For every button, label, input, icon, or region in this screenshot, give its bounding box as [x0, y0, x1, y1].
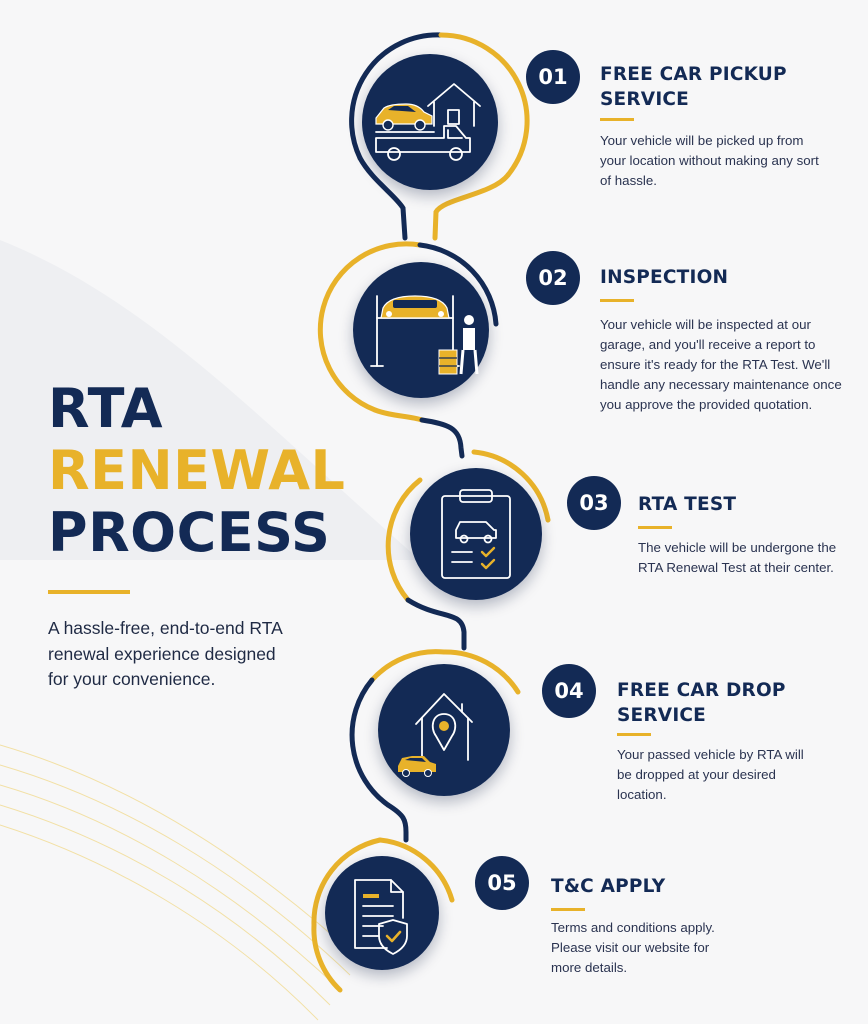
hero-description: A hassle-free, end-to-end RTA renewal ex…	[48, 618, 282, 689]
clipboard-checklist-icon	[410, 468, 542, 600]
step-3-description: The vehicle will be undergone the RTA Re…	[638, 540, 837, 575]
step-2-icon-circle	[353, 262, 489, 398]
hero-section: RTA RENEWAL PROCESS A hassle-free, end-t…	[48, 378, 348, 693]
hero-title-rta: RTA	[48, 377, 164, 440]
step-4-description: Your passed vehicle by RTA will be dropp…	[617, 747, 804, 802]
step-5-divider	[551, 908, 585, 911]
step-4-icon-circle	[378, 664, 510, 796]
hero-title-renewal: RENEWAL	[48, 439, 346, 502]
step-5-icon-circle	[325, 856, 439, 970]
step-5-number-badge: 05	[475, 856, 529, 910]
step-4-title: FREE CAR DROP SERVICE	[617, 680, 786, 726]
step-1-icon-circle	[362, 54, 498, 190]
document-shield-icon	[325, 856, 439, 970]
step-4-number-badge: 04	[542, 664, 596, 718]
step-3-icon-circle	[410, 468, 542, 600]
car-lift-mechanic-icon	[353, 262, 489, 398]
hero-divider	[48, 590, 130, 594]
step-5-title: T&C APPLY	[551, 876, 666, 897]
hero-title-process: PROCESS	[48, 501, 331, 564]
step-3-number-badge: 03	[567, 476, 621, 530]
step-2-number-badge: 02	[526, 251, 580, 305]
step-5-description: Terms and conditions apply. Please visit…	[551, 920, 715, 975]
step-1-title: FREE CAR PICKUP SERVICE	[600, 64, 787, 110]
step-4-divider	[617, 733, 651, 736]
step-2-description: Your vehicle will be inspected at our ga…	[600, 317, 842, 412]
step-1-description: Your vehicle will be picked up from your…	[600, 133, 819, 188]
step-3-divider	[638, 526, 672, 529]
step-2-divider	[600, 299, 634, 302]
step-2-title: INSPECTION	[600, 267, 729, 288]
tow-truck-pickup-icon	[362, 54, 498, 190]
step-1-number-badge: 01	[526, 50, 580, 104]
house-location-car-icon	[378, 664, 510, 796]
step-3-title: RTA TEST	[638, 494, 737, 515]
step-1-divider	[600, 118, 634, 121]
